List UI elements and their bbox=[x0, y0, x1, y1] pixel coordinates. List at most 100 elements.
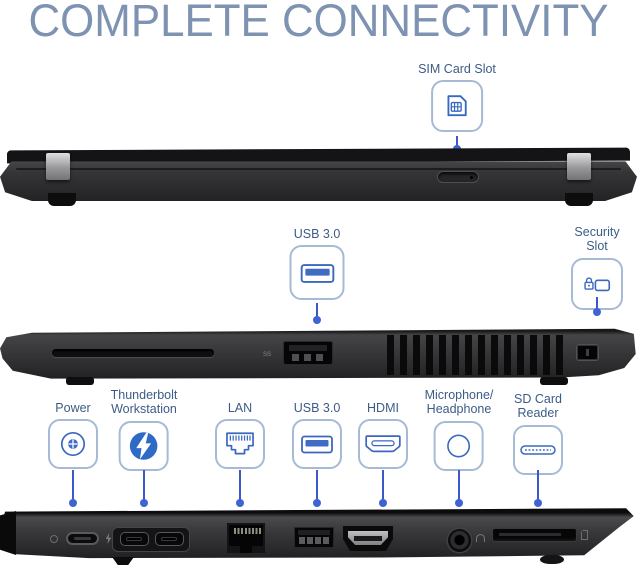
laptop-left-end-cap bbox=[0, 511, 16, 555]
sim-card-slot-label: SIM Card Slot bbox=[418, 62, 496, 76]
sd-card-icon bbox=[513, 424, 563, 475]
usb3-side-callout-line bbox=[316, 303, 318, 320]
power-callout-dot bbox=[69, 499, 77, 507]
mic-headphone-label: Microphone/ Headphone bbox=[424, 388, 494, 417]
hdmi-label: HDMI bbox=[367, 401, 399, 415]
usb3-port-right-side bbox=[283, 341, 333, 365]
sd-card-reader-port bbox=[493, 529, 576, 541]
dock-connector-left bbox=[120, 532, 149, 546]
hdmi-inner-slot bbox=[354, 536, 382, 541]
callout-sim-card-slot: SIM Card Slot bbox=[418, 62, 496, 133]
laptop-foot-right bbox=[540, 555, 564, 564]
callout-usb3-bottom: USB 3.0 bbox=[292, 401, 342, 470]
usb-pins bbox=[292, 354, 325, 361]
hdmi-connector-metal bbox=[348, 531, 388, 545]
dock-connector-right bbox=[155, 532, 184, 546]
usb3-side-callout-dot bbox=[313, 316, 321, 324]
laptop-back-body bbox=[0, 161, 637, 201]
kensington-lock-slot bbox=[577, 345, 598, 360]
thunderbolt-callout-line bbox=[143, 470, 145, 503]
usbc-inner-bar bbox=[74, 537, 91, 540]
laptop-right-side-view: SS bbox=[0, 321, 637, 387]
hdmi-port bbox=[343, 526, 393, 551]
usb-tongue bbox=[298, 530, 330, 535]
laptop-back-edge-view bbox=[0, 147, 637, 207]
sim-card-slot-port bbox=[437, 171, 479, 183]
sim-card-icon-glyph bbox=[447, 95, 467, 117]
thunderbolt-callout-dot bbox=[140, 499, 148, 507]
thunderbolt-workstation-port bbox=[112, 527, 190, 552]
callout-power: Power bbox=[48, 401, 98, 470]
sd-callout-line bbox=[537, 470, 539, 503]
sd-card-edge bbox=[499, 533, 561, 536]
hdmi-callout-line bbox=[382, 470, 384, 503]
mic-callout-dot bbox=[455, 499, 463, 507]
headphone-jack-port bbox=[448, 529, 471, 552]
usb-pins bbox=[299, 537, 329, 544]
laptop-foot-left bbox=[66, 377, 94, 385]
laptop-back-seam bbox=[16, 168, 621, 170]
laptop-left-side-view bbox=[0, 503, 637, 565]
headphone-jack-icon bbox=[433, 420, 484, 471]
ethernet-inner bbox=[229, 525, 263, 546]
smartcard-slot-port bbox=[52, 349, 214, 357]
laptop-foot-right bbox=[540, 377, 568, 385]
hdmi-callout-dot bbox=[379, 499, 387, 507]
thunderbolt-icon bbox=[119, 420, 169, 471]
power-label: Power bbox=[55, 401, 91, 415]
security-callout-dot bbox=[593, 308, 601, 316]
dock-pill bbox=[126, 537, 142, 541]
ethernet-clip-tab bbox=[240, 546, 252, 553]
hdmi-icon bbox=[358, 419, 408, 470]
right-hinge-foot bbox=[565, 193, 593, 206]
callout-lan: LAN bbox=[215, 401, 265, 470]
usb-port-icon bbox=[292, 419, 342, 470]
mic-callout-line bbox=[458, 470, 460, 503]
security-callout-line bbox=[596, 297, 598, 312]
ethernet-pins bbox=[234, 528, 262, 534]
sim-eject-pinhole bbox=[470, 176, 473, 179]
ethernet-port bbox=[227, 523, 265, 553]
usb-port-icon-glyph bbox=[300, 264, 334, 283]
sim-card-icon bbox=[431, 80, 483, 133]
thunderbolt-marking-icon bbox=[105, 533, 112, 544]
usb-tongue bbox=[289, 345, 327, 351]
headphone-jack-icon-glyph bbox=[447, 434, 471, 458]
cooling-vents bbox=[387, 335, 568, 375]
power-marking-icon bbox=[50, 535, 58, 543]
usb3-bottom-label: USB 3.0 bbox=[293, 401, 341, 415]
page-title: COMPLETE CONNECTIVITY bbox=[28, 0, 609, 47]
sim-callout-line bbox=[456, 136, 458, 148]
sd-card-label: SD Card Reader bbox=[514, 392, 562, 421]
callout-mic-headphone: Microphone/ Headphone bbox=[424, 388, 494, 471]
right-hinge bbox=[567, 153, 591, 180]
laptop-lid-edge bbox=[6, 147, 631, 164]
sd-card-icon-glyph bbox=[520, 445, 556, 455]
callout-hdmi: HDMI bbox=[358, 401, 408, 470]
kensington-bar bbox=[586, 349, 589, 356]
usb3-bottom-callout-dot bbox=[313, 499, 321, 507]
usbc-power-port bbox=[66, 532, 99, 545]
ethernet-icon-glyph bbox=[226, 432, 254, 455]
sd-marking-icon bbox=[581, 530, 588, 540]
lan-label: LAN bbox=[227, 401, 253, 415]
power-callout-line bbox=[72, 470, 74, 503]
usb-port-icon-glyph bbox=[301, 435, 333, 454]
left-hinge-foot bbox=[48, 193, 76, 206]
dock-pill bbox=[161, 537, 177, 541]
power-icon-glyph bbox=[60, 432, 86, 457]
thunderbolt-label: Thunderbolt Workstation bbox=[110, 388, 178, 417]
callout-usb3-side: USB 3.0 bbox=[289, 227, 345, 301]
power-icon bbox=[48, 419, 98, 470]
lan-callout-dot bbox=[236, 499, 244, 507]
security-slot-label: Security Slot bbox=[574, 225, 620, 254]
usb-port-icon bbox=[289, 245, 345, 301]
usb3-port-left-side bbox=[294, 527, 334, 548]
usb3-side-label: USB 3.0 bbox=[293, 227, 341, 241]
lan-callout-line bbox=[239, 470, 241, 503]
hdmi-icon-glyph bbox=[365, 435, 401, 453]
ethernet-icon bbox=[215, 419, 265, 470]
security-lock-icon-glyph bbox=[584, 277, 611, 291]
left-hinge bbox=[46, 153, 70, 180]
laptop-foot-left bbox=[112, 557, 134, 565]
